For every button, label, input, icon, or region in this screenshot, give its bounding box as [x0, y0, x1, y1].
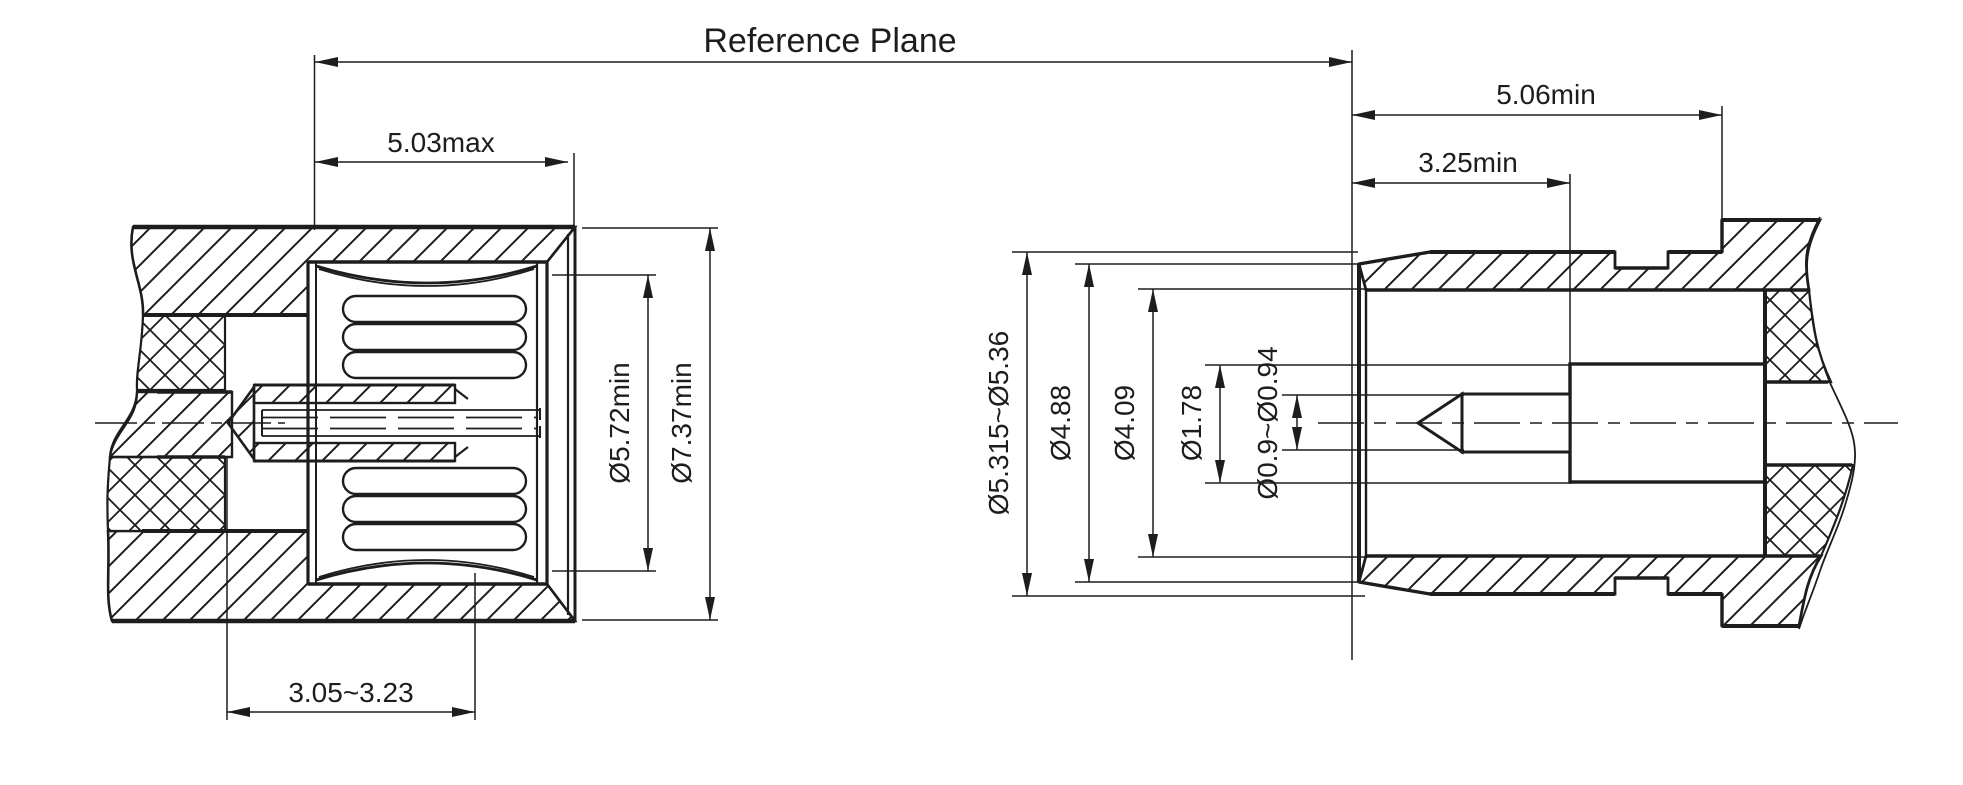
socket-wall-bottom: [252, 441, 457, 463]
dim-label-3-25min: 3.25min: [1418, 147, 1518, 178]
right-view-pin-section: [1318, 216, 1898, 630]
dim-label-5-03max: 5.03max: [387, 127, 494, 158]
left-view-socket-section: [95, 224, 578, 624]
dim-label-4-09: Ø4.09: [1109, 385, 1140, 461]
spring-bow-top: [315, 264, 538, 285]
dim-label-0-9-0-94: Ø0.9~Ø0.94: [1252, 346, 1283, 499]
dimension-lines: [226, 50, 1723, 720]
dim-label-5-315-5-36: Ø5.315~Ø5.36: [983, 331, 1014, 515]
reference-plane-label: Reference Plane: [703, 22, 956, 60]
left-break-line: [106, 225, 144, 623]
right-break-line: [1798, 216, 1856, 630]
dim-label-4-88: Ø4.88: [1045, 385, 1076, 461]
spring-louver-stack: [341, 294, 528, 552]
dim-label-7-37min: Ø7.37min: [666, 362, 697, 483]
dim-label-1-78: Ø1.78: [1176, 385, 1207, 461]
dim-label-3-05-3-23: 3.05~3.23: [288, 677, 413, 708]
left-dielectric-upper: [135, 313, 227, 392]
socket-wall-top: [252, 383, 457, 405]
right-dielectric-lower: [1763, 463, 1855, 558]
spring-bow-bottom: [315, 561, 538, 582]
dim-label-5-72min: Ø5.72min: [604, 362, 635, 483]
left-dielectric-lower: [106, 455, 227, 533]
dimension-labels: Reference Plane 5.03max 3.05~3.23 Ø5.72m…: [288, 22, 1595, 708]
dim-label-5-06min: 5.06min: [1496, 79, 1596, 110]
